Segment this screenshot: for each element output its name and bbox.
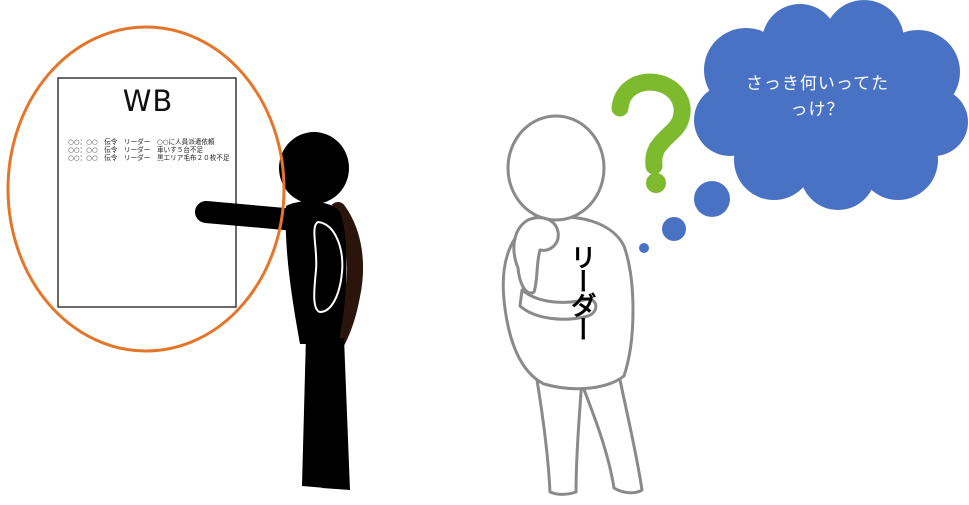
pointing-person-leg-right — [318, 338, 350, 490]
question-mark-icon — [620, 82, 682, 193]
whiteboard-entries: ○○：○○ 伝令 リーダー ○○に人員派遣依頼 ○○：○○ 伝令 リーダー 車い… — [68, 138, 234, 162]
thought-bubble-text: さっき何いってたっけ？ — [745, 71, 890, 123]
pointing-person-head — [279, 132, 349, 204]
leader-label: リーダー — [562, 244, 600, 340]
leader-leg-left — [536, 374, 582, 494]
whiteboard-title: WB — [60, 84, 236, 118]
thought-cloud-icon — [639, 0, 968, 253]
leader-head — [508, 116, 604, 220]
